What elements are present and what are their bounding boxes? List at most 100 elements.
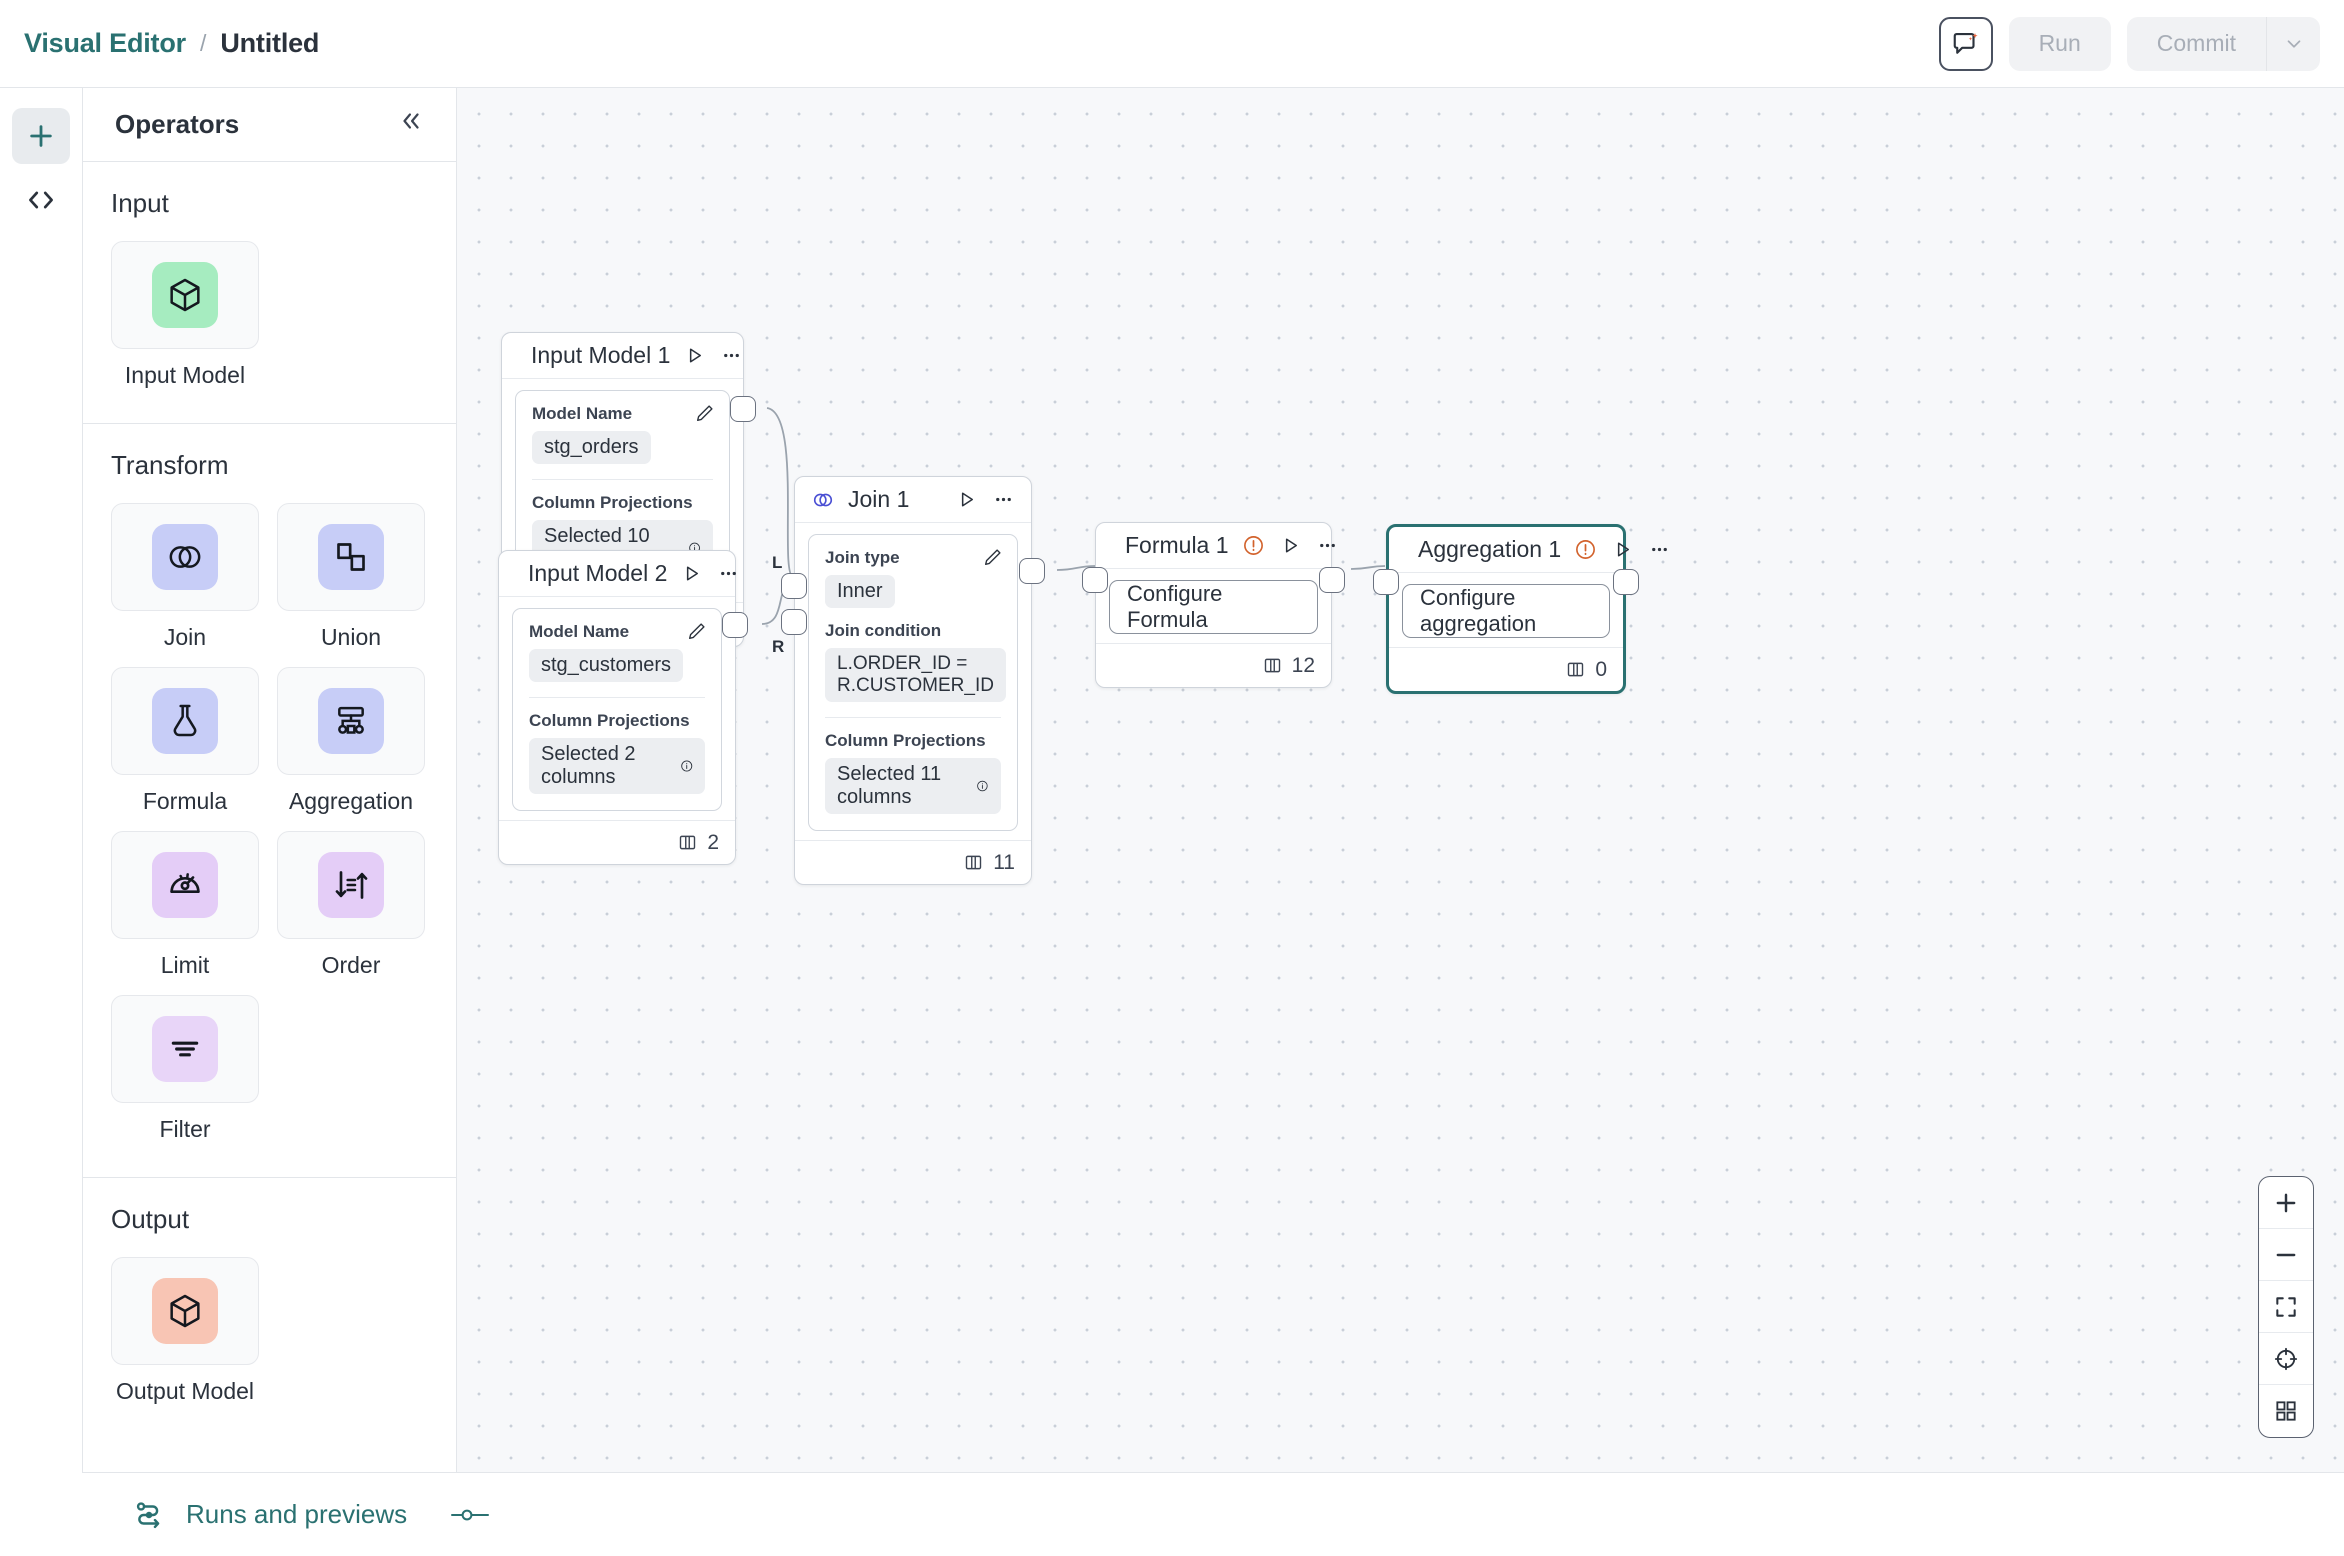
toggle-grid-button[interactable] xyxy=(2259,1385,2313,1437)
pencil-icon xyxy=(696,405,713,422)
pencil-icon xyxy=(688,623,705,640)
operator-join[interactable]: Join xyxy=(111,503,259,651)
output-handle[interactable] xyxy=(1319,567,1345,593)
output-handle[interactable] xyxy=(1613,569,1639,595)
node-title: Join 1 xyxy=(848,486,910,512)
node-input-model-2[interactable]: Input Model 2 Model Name stg_customers C… xyxy=(498,550,748,865)
alert-circle-icon[interactable] xyxy=(1574,538,1597,561)
operator-aggregation[interactable]: Aggregation xyxy=(277,667,425,815)
zoom-in-button[interactable] xyxy=(2259,1177,2313,1229)
operator-formula[interactable]: Formula xyxy=(111,667,259,815)
output-handle[interactable] xyxy=(722,612,748,638)
divider xyxy=(825,717,1001,718)
fit-view-icon xyxy=(2276,1296,2296,1317)
zoom-controls xyxy=(2258,1176,2314,1438)
pencil-icon xyxy=(984,549,1001,566)
configure-aggregation-input[interactable]: Configure aggregation xyxy=(1402,584,1610,638)
play-triangle-icon[interactable] xyxy=(1611,538,1634,561)
input-handle[interactable] xyxy=(1373,569,1399,595)
operator-tile[interactable] xyxy=(111,831,259,939)
edit-button[interactable] xyxy=(686,620,708,647)
collapse-panel-button[interactable] xyxy=(398,108,424,141)
input-handle-right[interactable] xyxy=(781,609,807,635)
grid-squares-icon xyxy=(2276,1401,2296,1421)
handle-label-right: R xyxy=(772,637,785,656)
more-dots-icon[interactable] xyxy=(720,344,743,367)
field-value[interactable]: stg_customers xyxy=(529,649,684,682)
field-value[interactable]: Selected 11 columns xyxy=(825,758,1001,814)
alert-circle-icon[interactable] xyxy=(1242,534,1265,557)
operator-tile[interactable] xyxy=(277,667,425,775)
code-brackets-icon xyxy=(29,191,53,209)
more-dots-icon[interactable] xyxy=(1648,538,1671,561)
commit-button[interactable]: Commit xyxy=(2127,17,2266,71)
play-triangle-icon[interactable] xyxy=(955,488,978,511)
more-dots-icon[interactable] xyxy=(1316,534,1339,557)
gauge-icon xyxy=(152,852,218,918)
node-body: Configure aggregation xyxy=(1389,573,1623,647)
fit-view-button[interactable] xyxy=(2259,1281,2313,1333)
breadcrumb-separator: / xyxy=(199,30,207,56)
operator-limit[interactable]: Limit xyxy=(111,831,259,979)
configure-formula-input[interactable]: Configure Formula xyxy=(1109,580,1318,634)
edit-button[interactable] xyxy=(982,546,1004,573)
run-button[interactable]: Run xyxy=(2008,16,2111,71)
node-footer: 12 xyxy=(1096,643,1331,687)
operator-output-model[interactable]: Output Model xyxy=(111,1257,259,1405)
field-label: Column Projections xyxy=(529,711,690,730)
operator-tile[interactable] xyxy=(111,503,259,611)
play-triangle-icon[interactable] xyxy=(683,344,706,367)
node-body: Configure Formula xyxy=(1096,569,1331,643)
operator-tile[interactable] xyxy=(111,995,259,1103)
play-triangle-icon[interactable] xyxy=(1279,534,1302,557)
input-handle-left[interactable] xyxy=(781,573,807,599)
node-actions xyxy=(955,488,1015,511)
operator-tile[interactable] xyxy=(111,667,259,775)
pipeline-flow-icon xyxy=(136,1501,160,1528)
more-dots-icon[interactable] xyxy=(717,562,740,585)
node-aggregation-1[interactable]: Aggregation 1 Configure aggregation 0 xyxy=(1373,524,1668,694)
operator-union[interactable]: Union xyxy=(277,503,425,651)
runs-and-previews-label[interactable]: Runs and previews xyxy=(186,1499,408,1529)
output-handle[interactable] xyxy=(1019,558,1045,584)
node-join-1[interactable]: Join 1 Join type Inner Join condition L.… xyxy=(772,476,1045,885)
field-value[interactable]: Inner xyxy=(825,575,895,608)
breadcrumb-link[interactable]: Visual Editor xyxy=(24,28,186,58)
operator-tile[interactable] xyxy=(277,831,425,939)
commit-dropdown-button[interactable] xyxy=(2266,16,2320,71)
divider xyxy=(529,697,705,698)
field-value[interactable]: L.ORDER_ID = R.CUSTOMER_ID xyxy=(825,648,1006,702)
zoom-out-button[interactable] xyxy=(2259,1229,2313,1281)
more-dots-icon[interactable] xyxy=(992,488,1015,511)
operator-tile[interactable] xyxy=(111,241,259,349)
flow-canvas[interactable]: Input Model 1 Model Name stg_orders Colu… xyxy=(457,88,2344,1472)
commit-button-group: Commit xyxy=(2126,16,2320,71)
operator-tile[interactable] xyxy=(111,1257,259,1365)
edit-button[interactable] xyxy=(694,402,716,429)
field-value[interactable]: Selected 2 columns xyxy=(529,738,705,794)
operator-grid: Input Model xyxy=(111,241,428,389)
ai-assistant-button[interactable] xyxy=(1938,16,1993,71)
operator-filter[interactable]: Filter xyxy=(111,995,259,1143)
field-value[interactable]: stg_orders xyxy=(532,431,651,464)
output-handle[interactable] xyxy=(730,396,756,422)
operator-tile[interactable] xyxy=(277,503,425,611)
play-triangle-icon[interactable] xyxy=(680,562,703,585)
operators-panel-header: Operators xyxy=(83,88,456,162)
filter-lines-icon xyxy=(152,1016,218,1082)
code-view-button[interactable] xyxy=(12,172,70,228)
add-operator-button[interactable] xyxy=(12,108,70,164)
field-value-text: Selected 2 columns xyxy=(541,743,636,788)
top-bar-actions: Run Commit xyxy=(1938,16,2320,71)
operator-order[interactable]: Order xyxy=(277,831,425,979)
node-formula-1[interactable]: Formula 1 Configure Formula 12 xyxy=(1082,522,1345,688)
runs-previews-toggle[interactable] xyxy=(449,1503,491,1527)
field-label: Column Projections xyxy=(532,493,693,512)
input-handle[interactable] xyxy=(1082,567,1108,593)
operator-input-model[interactable]: Input Model xyxy=(111,241,259,389)
center-view-button[interactable] xyxy=(2259,1333,2313,1385)
